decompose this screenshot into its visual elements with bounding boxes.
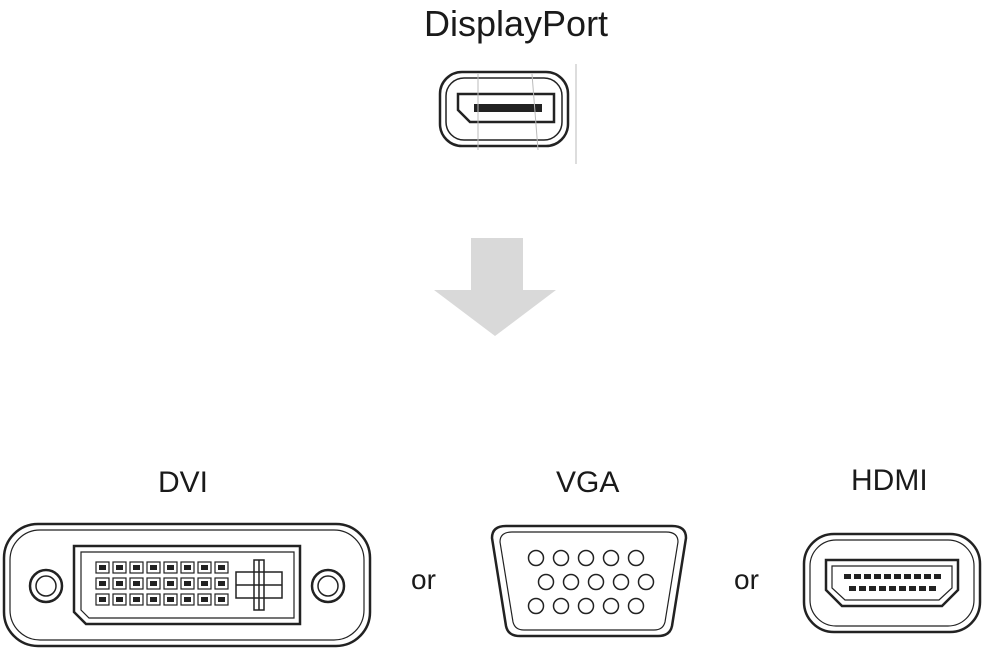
vga-pin <box>637 573 655 591</box>
dvi-pin-contact <box>218 581 225 586</box>
vga-pin <box>602 597 620 615</box>
dvi-label: DVI <box>158 466 209 499</box>
vga-connector-icon <box>490 524 688 638</box>
dvi-pin-contact <box>184 565 191 570</box>
hdmi-pin <box>904 574 911 579</box>
dvi-pin-contact <box>116 565 123 570</box>
dvi-pin <box>214 593 229 606</box>
dvi-pin <box>95 593 110 606</box>
dvi-pin-contact <box>218 597 225 602</box>
dvi-pin-contact <box>167 597 174 602</box>
separator-or-1: or <box>411 564 436 595</box>
dvi-pin-contact <box>150 597 157 602</box>
dvi-pin-contact <box>99 597 106 602</box>
dvi-pin <box>129 577 144 590</box>
vga-pin <box>577 597 595 615</box>
vga-pin <box>602 549 620 567</box>
dvi-pin <box>163 593 178 606</box>
hdmi-pin <box>899 586 906 591</box>
dvi-pin <box>95 561 110 574</box>
hdmi-pin <box>929 586 936 591</box>
vga-pin <box>527 549 545 567</box>
dvi-pin-contact <box>201 597 208 602</box>
vga-pin <box>562 573 580 591</box>
dvi-pin <box>129 561 144 574</box>
hdmi-pin <box>849 586 856 591</box>
dvi-pin-contact <box>150 581 157 586</box>
dvi-pin-contact <box>116 597 123 602</box>
hdmi-pin <box>924 574 931 579</box>
dvi-pin-contact <box>184 581 191 586</box>
dvi-pin-contact <box>201 581 208 586</box>
dvi-pin <box>163 561 178 574</box>
hdmi-pin <box>919 586 926 591</box>
vga-pin <box>577 549 595 567</box>
vga-pin <box>587 573 605 591</box>
dvi-pin-contact <box>133 565 140 570</box>
hdmi-pin <box>914 574 921 579</box>
dvi-pin <box>180 577 195 590</box>
dvi-pin <box>197 577 212 590</box>
displayport-connector-icon <box>438 64 577 164</box>
dvi-pin <box>197 593 212 606</box>
dvi-pin <box>180 561 195 574</box>
dvi-pin <box>180 593 195 606</box>
vga-pin <box>552 549 570 567</box>
dvi-connector-icon <box>2 522 372 648</box>
dvi-pin <box>146 593 161 606</box>
hdmi-connector-icon <box>802 532 982 634</box>
hdmi-pin <box>909 586 916 591</box>
dvi-pin <box>129 593 144 606</box>
hdmi-pin <box>854 574 861 579</box>
dvi-pin <box>214 561 229 574</box>
dvi-pin-contact <box>99 565 106 570</box>
dvi-pin-contact <box>150 565 157 570</box>
down-arrow-icon <box>434 238 556 336</box>
hdmi-pin <box>884 574 891 579</box>
dvi-pin-contact <box>218 565 225 570</box>
dvi-pin <box>112 593 127 606</box>
hdmi-pin <box>844 574 851 579</box>
hdmi-pin <box>859 586 866 591</box>
dvi-pin <box>146 561 161 574</box>
dvi-pin <box>146 577 161 590</box>
vga-pin <box>627 597 645 615</box>
hdmi-label: HDMI <box>851 464 928 497</box>
dvi-pin-contact <box>133 581 140 586</box>
hdmi-pin <box>894 574 901 579</box>
vga-pin <box>552 597 570 615</box>
dvi-pin-contact <box>167 565 174 570</box>
dvi-pin-contact <box>116 581 123 586</box>
dvi-pin <box>197 561 212 574</box>
vga-label: VGA <box>556 466 620 499</box>
hdmi-pin <box>879 586 886 591</box>
hdmi-pin <box>889 586 896 591</box>
hdmi-pin <box>874 574 881 579</box>
dvi-pin <box>95 577 110 590</box>
separator-or-2: or <box>734 564 759 595</box>
hdmi-pin <box>934 574 941 579</box>
hdmi-pin <box>864 574 871 579</box>
hdmi-pin <box>869 586 876 591</box>
dvi-pin-contact <box>184 597 191 602</box>
vga-pin <box>537 573 555 591</box>
vga-pin <box>527 597 545 615</box>
dvi-pin <box>214 577 229 590</box>
dvi-pin <box>163 577 178 590</box>
dvi-pin <box>112 577 127 590</box>
dvi-pin <box>112 561 127 574</box>
displayport-title: DisplayPort <box>424 3 609 44</box>
dvi-pin-contact <box>99 581 106 586</box>
dvi-pin-contact <box>133 597 140 602</box>
dvi-pin-contact <box>167 581 174 586</box>
dvi-pin-contact <box>201 565 208 570</box>
vga-pin <box>612 573 630 591</box>
vga-pin <box>627 549 645 567</box>
